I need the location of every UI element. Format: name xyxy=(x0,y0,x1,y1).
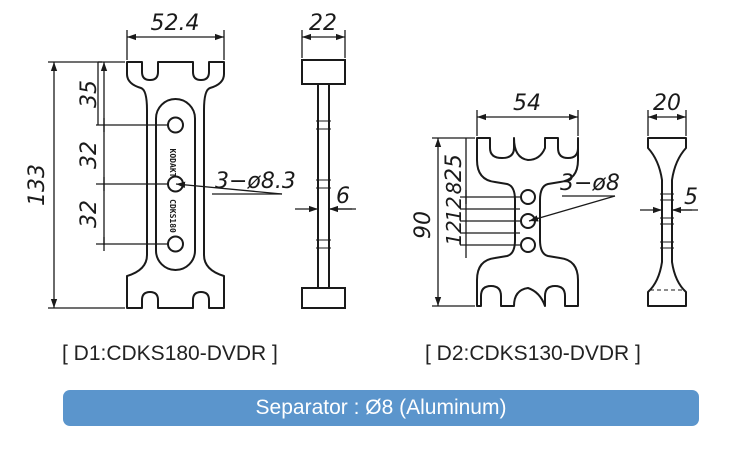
d1-web-label: 6 xyxy=(336,184,350,209)
d2-caption: [ D2:CDKS130-DVDR ] xyxy=(425,342,641,365)
d1-engraving-2: CDKS180 xyxy=(168,199,177,233)
d1-dimensions xyxy=(48,30,283,309)
d2-front-view xyxy=(476,137,579,307)
d2-side-dimensions xyxy=(640,110,698,214)
d1-front-view xyxy=(126,61,225,309)
d1-pitch-2-label: 32 xyxy=(77,200,102,228)
d2-side-hole-lines xyxy=(650,193,684,291)
d2-side-view xyxy=(647,137,687,307)
d2-width-label: 54 xyxy=(513,91,541,116)
d1-thickness-label: 22 xyxy=(309,11,337,36)
d1-side-hole-lines xyxy=(316,120,331,249)
d1-caption: [ D1:CDKS180-DVDR ] xyxy=(62,342,278,365)
d2-height-label: 90 xyxy=(411,211,436,239)
d1-height-label: 133 xyxy=(25,164,50,206)
d1-top-offset-label: 35 xyxy=(77,80,102,108)
d1-holes-label: 3−ø8.3 xyxy=(215,169,296,194)
d1-pitch-1-label: 32 xyxy=(77,141,102,169)
d1-side-dimensions xyxy=(295,30,356,213)
d2-pitch-1-label: 12 xyxy=(442,220,466,245)
d1-width-label: 52.4 xyxy=(151,11,200,36)
d2-top-offset-label: 25 xyxy=(442,154,467,182)
separator-banner: Separator : Ø8 (Aluminum) xyxy=(63,390,699,426)
d1-side-view xyxy=(301,59,346,309)
d2-dimensions xyxy=(432,110,616,307)
d2-web-label: 5 xyxy=(684,185,698,210)
d2-pitch-2-label: 12 xyxy=(442,196,466,221)
separator-label: Separator : Ø8 (Aluminum) xyxy=(255,396,507,419)
d2-thickness-label: 20 xyxy=(653,91,681,116)
d2-holes-label: 3−ø8 xyxy=(560,171,620,196)
d1-engraving-1: KODAKT xyxy=(168,149,177,178)
d2-pitch-3-label: 8 xyxy=(442,182,466,195)
